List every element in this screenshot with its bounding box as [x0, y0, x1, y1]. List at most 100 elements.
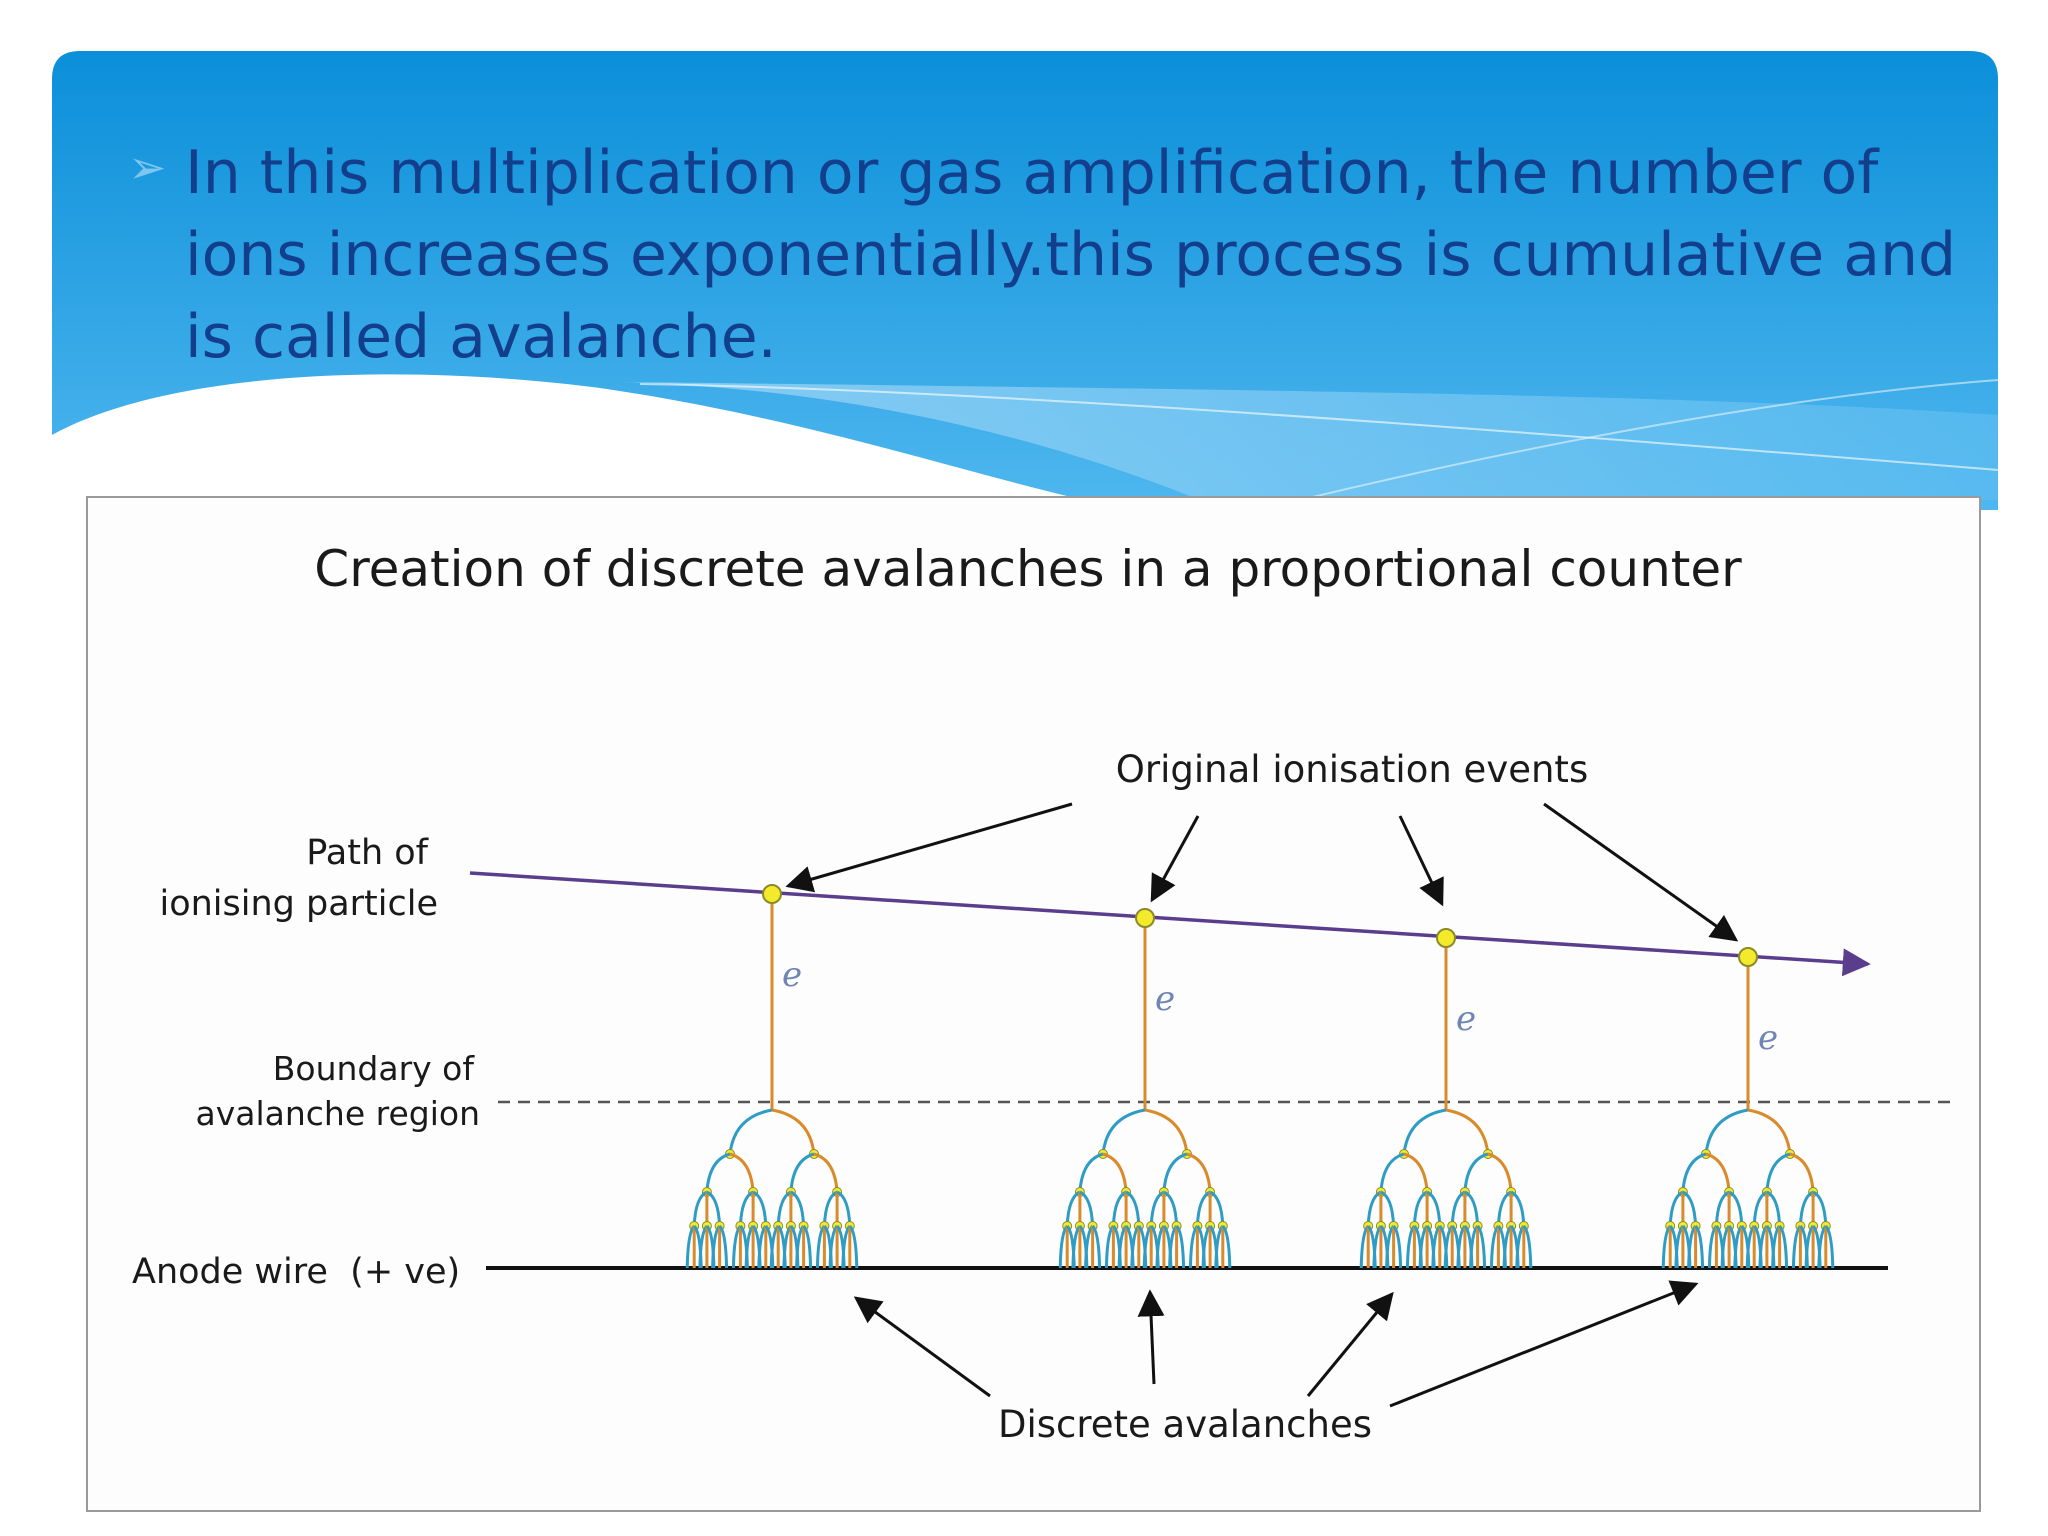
avalanche-branch [1079, 1190, 1095, 1227]
path-label-line1: Path of [306, 833, 428, 873]
avalanche-branch [1078, 1152, 1104, 1193]
avalanche-arrows [853, 1280, 1699, 1408]
event-arrow [1398, 815, 1444, 907]
avalanche-branch [1111, 1190, 1127, 1227]
avalanche-branch [1380, 1190, 1396, 1227]
avalanche-branch [1778, 1224, 1789, 1269]
avalanche-branch [790, 1190, 806, 1227]
avalanche-branch [1366, 1190, 1382, 1227]
figure-title: Creation of discrete avalanches in a pro… [314, 540, 1742, 598]
path-label-line2: ionising particle [159, 884, 438, 924]
bullet-text: In this multiplication or gas amplificat… [185, 138, 1957, 372]
avalanche-branch [1705, 1152, 1731, 1193]
figure-frame [86, 496, 1981, 1512]
electron-label: e [1758, 1018, 1778, 1058]
avalanche-branch [1464, 1190, 1480, 1227]
avalanche-branch [1144, 1108, 1189, 1155]
header-wave [620, 382, 1998, 500]
avalanche-branch [692, 1190, 708, 1227]
boundary-label-line2: avalanche region [196, 1094, 481, 1133]
avalanche-branch [1798, 1190, 1814, 1227]
ionisation-event-point [762, 884, 782, 904]
avalanche-branch [1812, 1190, 1828, 1227]
avalanche-branch [706, 1190, 722, 1227]
ionisation-event-point [1135, 908, 1155, 928]
avalanche-branch [789, 1152, 815, 1193]
particle-path [469, 871, 1871, 977]
electron-label: e [782, 955, 802, 995]
avalanche-branch [848, 1224, 859, 1269]
avalanche-branch [836, 1190, 852, 1227]
avalanche-branch [1728, 1190, 1744, 1227]
avalanche-branch [1824, 1224, 1835, 1269]
avalanche-branch [1125, 1190, 1141, 1227]
avalanche-arrow [1137, 1289, 1165, 1385]
avalanche-branch [802, 1224, 813, 1269]
avalanche-branch [1682, 1190, 1698, 1227]
avalanche-branch [1766, 1190, 1782, 1227]
avalanche-branch [1163, 1190, 1179, 1227]
avalanche-branch [705, 1152, 731, 1193]
boundary-label-line1: Boundary of [273, 1049, 476, 1088]
header-wave-line [1299, 379, 1999, 501]
avalanche-branch [1065, 1190, 1081, 1227]
event-arrows [785, 802, 1739, 942]
avalanche-arrow [1306, 1291, 1394, 1397]
event-arrow [785, 802, 1073, 893]
avalanche-arrow [1389, 1280, 1699, 1408]
ionisation-event-point [1738, 947, 1758, 967]
avalanche-branch [1186, 1152, 1212, 1193]
avalanche-branch [776, 1190, 792, 1227]
avalanche-branch [1765, 1152, 1791, 1193]
anode-label: Anode wire (+ ve) [132, 1252, 460, 1292]
avalanche-branch [1496, 1190, 1512, 1227]
avalanche-branch [1426, 1190, 1442, 1227]
avalanche-branch [1221, 1224, 1232, 1269]
original-ionisation-label: Original ionisation events [1116, 748, 1588, 791]
avalanche-branch [813, 1152, 839, 1193]
avalanche-branch [738, 1190, 754, 1227]
avalanche-branch [1195, 1190, 1211, 1227]
avalanche-branch [1510, 1190, 1526, 1227]
header-band [52, 51, 1998, 510]
avalanche-branch [1714, 1190, 1730, 1227]
avalanche-branch [752, 1190, 768, 1227]
avalanche-branch [1162, 1152, 1188, 1193]
avalanche-branch [1522, 1224, 1533, 1269]
avalanche-branch [1668, 1190, 1684, 1227]
avalanche-branch [1379, 1152, 1405, 1193]
avalanche-branch [1445, 1108, 1490, 1155]
avalanche-branch [1681, 1152, 1707, 1193]
avalanche-branch [1789, 1152, 1815, 1193]
event-arrow [1543, 802, 1739, 942]
avalanche-branch [718, 1224, 729, 1269]
avalanche-branch [1694, 1224, 1705, 1269]
avalanche-branch [729, 1152, 755, 1193]
avalanche-arrow [853, 1296, 991, 1398]
ionisation-event-point [1436, 928, 1456, 948]
avalanche-branch [1149, 1190, 1165, 1227]
avalanche-branch [1101, 1108, 1146, 1155]
event-arrow [1150, 815, 1200, 903]
avalanche-branch [1209, 1190, 1225, 1227]
bullet-arrow-icon: ➢ [128, 140, 167, 194]
avalanche-branch [1402, 1108, 1447, 1155]
avalanche-branch [822, 1190, 838, 1227]
avalanche-branch [1175, 1224, 1186, 1269]
avalanche-branch [1704, 1108, 1749, 1155]
avalanche-branch [1091, 1224, 1102, 1269]
avalanche-branch [1752, 1190, 1768, 1227]
avalanche-branch [771, 1108, 816, 1155]
discrete-avalanches-label: Discrete avalanches [998, 1403, 1372, 1446]
avalanche-branch [1463, 1152, 1489, 1193]
avalanche-branch [728, 1108, 773, 1155]
avalanche-branch [1487, 1152, 1513, 1193]
header-wave-line [639, 383, 1999, 471]
avalanche-branch [1392, 1224, 1403, 1269]
avalanche-branch [1476, 1224, 1487, 1269]
avalanche-branch [1450, 1190, 1466, 1227]
avalanche-branch [1747, 1108, 1792, 1155]
